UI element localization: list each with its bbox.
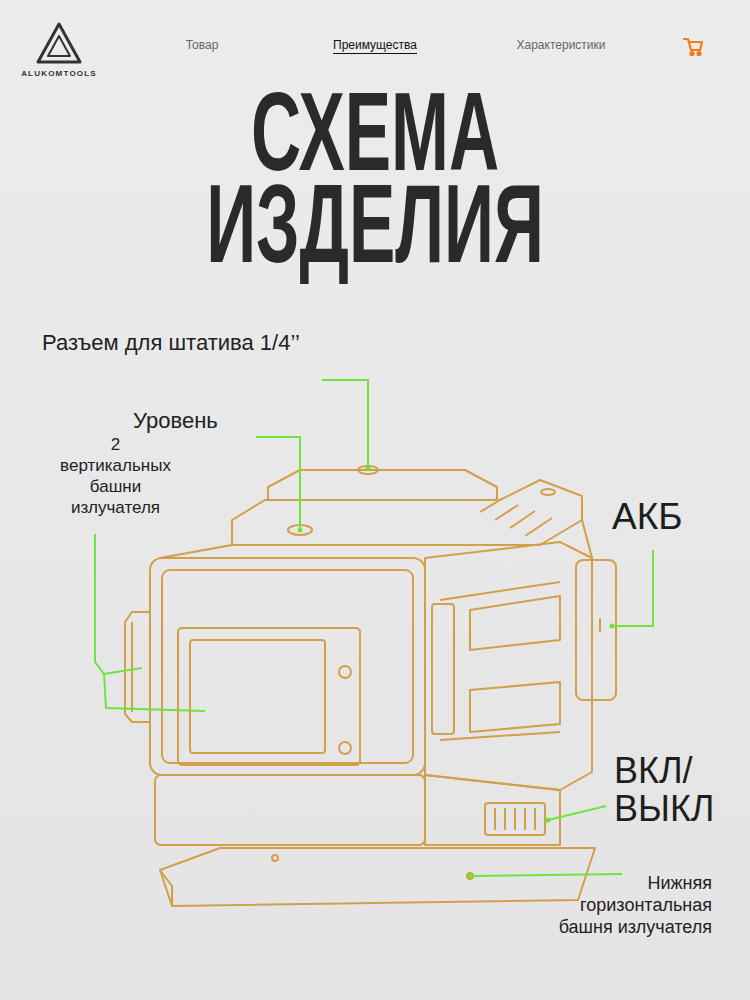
nav-link: Товар bbox=[186, 38, 219, 52]
leader-lines bbox=[95, 380, 653, 876]
cart-icon bbox=[684, 39, 702, 55]
nav-link: Характеристики bbox=[517, 38, 606, 52]
part-label: 2 вертикальных башни излучателя bbox=[55, 434, 176, 518]
brand-name: ALUKOMTOOLS bbox=[21, 69, 97, 78]
nav-link-active: Преимущества bbox=[333, 38, 417, 54]
part-label: Уровень bbox=[133, 408, 218, 434]
part-label: ВКЛ/ ВЫКЛ bbox=[614, 752, 742, 828]
laser-level-drawing bbox=[125, 466, 616, 906]
leader-dots bbox=[298, 466, 615, 879]
logo-icon bbox=[38, 24, 80, 62]
part-label: Разъем для штатива 1/4’’ bbox=[42, 330, 300, 356]
page-title: СХЕМА ИЗДЕЛИЯ bbox=[177, 86, 574, 270]
part-label: Нижняя горизонтальная башня излучателя bbox=[540, 872, 712, 938]
part-label: АКБ bbox=[612, 496, 683, 538]
